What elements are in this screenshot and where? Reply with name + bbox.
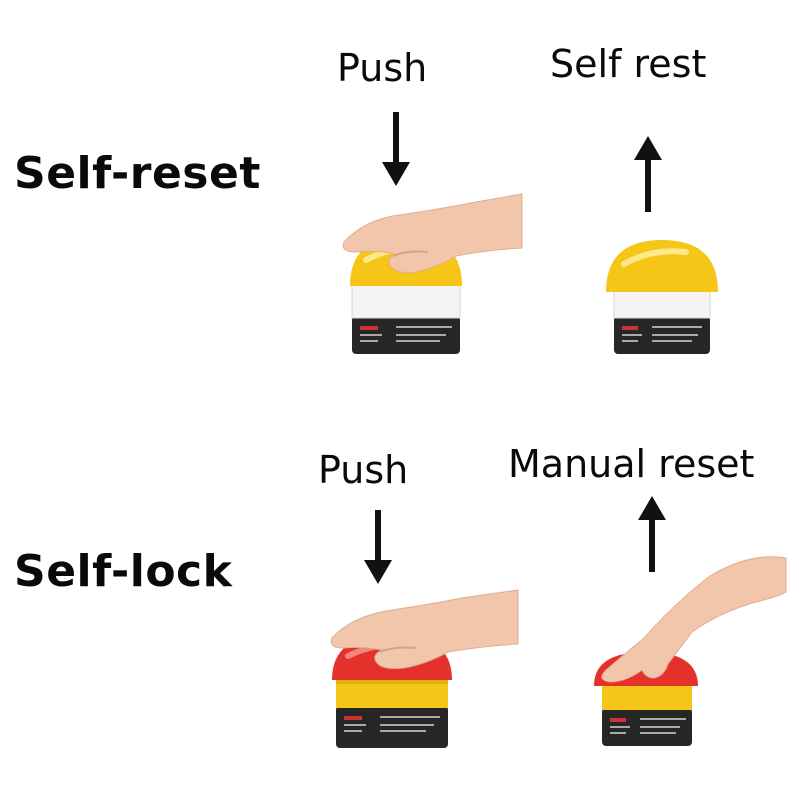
arrow-down-icon: [364, 510, 392, 584]
press-label-self-lock: Push: [318, 448, 409, 492]
hand-icon: [601, 556, 787, 683]
self-reset-button-pressed: [342, 193, 523, 354]
hand-icon: [342, 193, 523, 273]
self-lock-button-pressed: [330, 589, 519, 748]
self-lock-button-manual-reset: [594, 556, 787, 746]
arrow-up-icon: [638, 496, 666, 572]
press-label-self-reset: Push: [337, 46, 428, 90]
hand-icon: [330, 589, 519, 669]
arrow-up-icon: [634, 136, 662, 212]
release-label-self-reset: Self rest: [550, 42, 707, 86]
row-label-self-lock: Self-lock: [14, 546, 233, 597]
row-label-self-reset: Self-reset: [14, 148, 261, 199]
self-reset-button-released: [606, 240, 718, 354]
release-label-self-lock: Manual reset: [508, 442, 755, 486]
arrow-down-icon: [382, 112, 410, 186]
